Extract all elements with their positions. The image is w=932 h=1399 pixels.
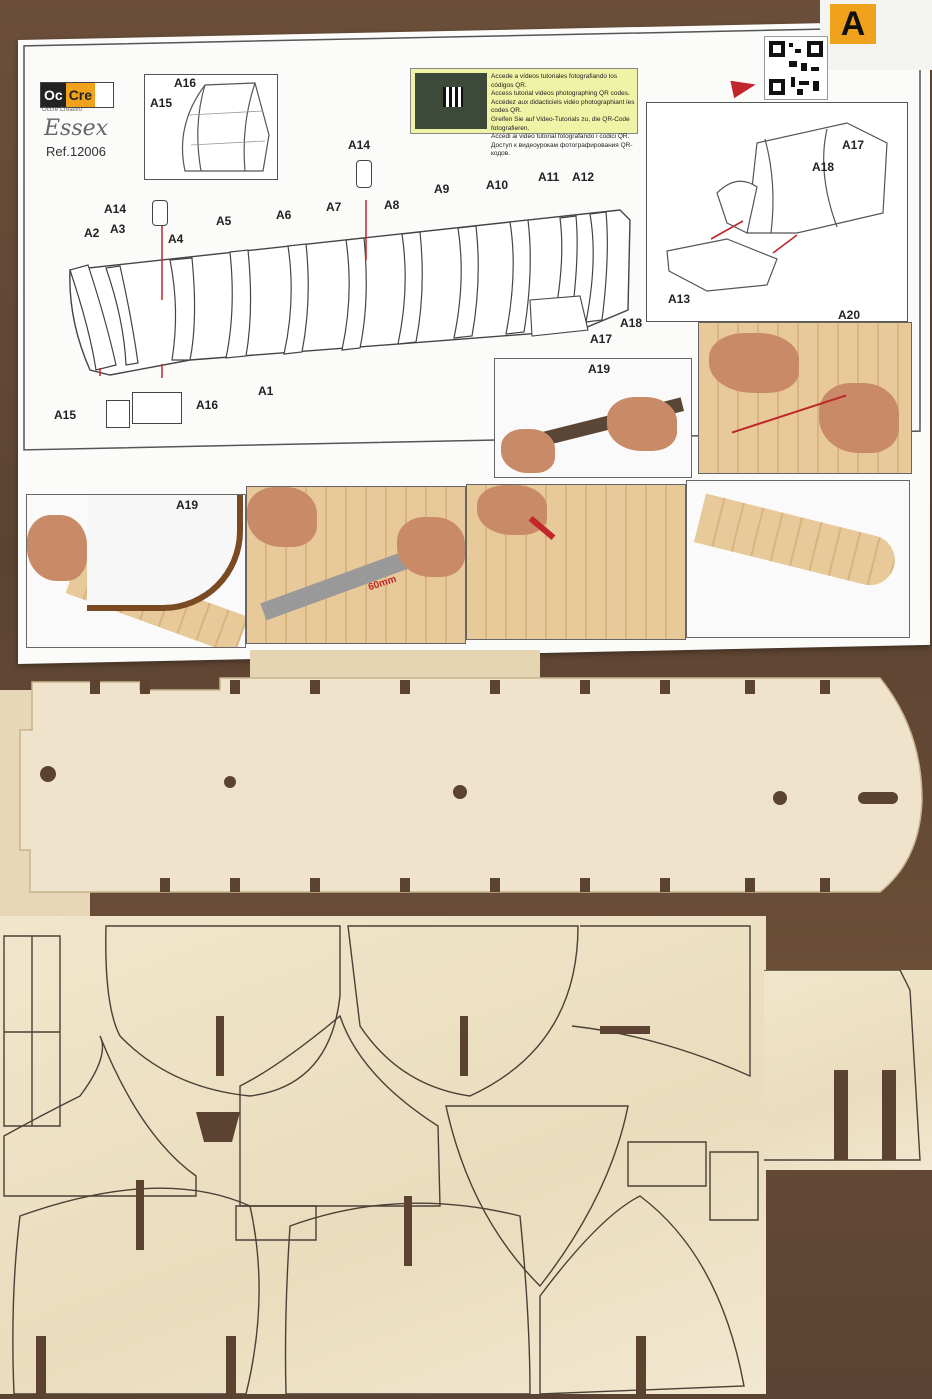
label-a1: A1 — [258, 384, 274, 398]
photo-sanding-deck — [698, 322, 912, 474]
label-a17-main: A17 — [590, 332, 613, 346]
qr-notice-text: Accede a vídeos tutoriales fotografiando… — [491, 73, 635, 159]
qr-notice-en: Access tutorial videos photographing QR … — [491, 90, 630, 98]
plywood-keel-board — [0, 650, 923, 920]
hand-ruler — [397, 517, 465, 577]
logo-left: Oc — [41, 83, 66, 107]
photo-cutting-part — [26, 494, 246, 648]
label-a14-top: A14 — [348, 138, 371, 152]
qr-code-pattern — [769, 41, 823, 95]
photo-measuring-deck — [246, 486, 466, 644]
qr-notice-it: Accedi ai video tutorial fotografando i … — [491, 133, 630, 141]
occre-logo: Oc Cre — [40, 82, 114, 108]
label-a19-photo: A19 — [588, 362, 611, 376]
label-a20-photo: A20 — [838, 308, 861, 322]
plywood-side-strip — [764, 969, 932, 1170]
label-a16-detail: A16 — [174, 76, 197, 90]
plywood-frames-sheet — [0, 916, 766, 1395]
label-a8: A8 — [384, 198, 400, 212]
hand-holding — [819, 383, 899, 453]
label-a15: A15 — [54, 408, 77, 422]
label-a6: A6 — [276, 208, 292, 222]
qr-photo-thumbnail — [415, 73, 487, 129]
photo-painting-deck — [466, 484, 686, 640]
label-a17-detail: A17 — [842, 138, 865, 152]
hand-sanding — [709, 333, 799, 393]
label-a18-detail: A18 — [812, 160, 835, 174]
label-a14-left: A14 — [104, 202, 127, 216]
stern-assembly-panel — [646, 102, 908, 322]
label-a18-main: A18 — [620, 316, 643, 330]
thumbnail-qr-icon — [443, 87, 463, 107]
label-a3: A3 — [110, 222, 126, 236]
cut-deck-part — [87, 495, 243, 611]
part-a14-top-drawing — [356, 160, 372, 188]
photo-finished-deck — [686, 480, 910, 638]
label-a4: A4 — [168, 232, 184, 246]
label-a5: A5 — [216, 214, 232, 228]
hand-knife — [27, 515, 87, 581]
label-a15-detail: A15 — [150, 96, 173, 110]
model-reference: Ref.12006 — [46, 144, 106, 159]
label-a10: A10 — [486, 178, 509, 192]
qr-notice-box: Accede a vídeos tutoriales fotografiando… — [410, 68, 638, 157]
frame-cut-lines — [3, 925, 759, 1395]
part-a15-drawing — [106, 400, 130, 428]
label-a19-cut: A19 — [176, 498, 199, 512]
sheet-frame — [23, 26, 921, 451]
qr-notice-ru: Доступ к видеоурокам фотографирования QR… — [491, 141, 633, 158]
keel-assembly-drawing — [69, 200, 631, 378]
stern-detail-panel — [144, 74, 278, 180]
part-a16-drawing — [132, 392, 182, 424]
part-a14-left-drawing — [152, 200, 168, 226]
label-a11: A11 — [538, 170, 560, 184]
hand-left — [501, 429, 555, 473]
finished-deck — [693, 493, 901, 591]
label-a16: A16 — [196, 398, 219, 412]
qr-notice-de: Greifen Sie auf Video-Tutorials zu, die … — [491, 115, 630, 132]
model-name: Essex — [44, 116, 109, 141]
label-a9: A9 — [434, 182, 450, 196]
label-a7: A7 — [326, 200, 342, 214]
hand-right — [607, 397, 677, 451]
stern-assembly-drawing — [666, 122, 888, 292]
stern-detail-drawing — [182, 82, 270, 172]
label-a12: A12 — [572, 170, 595, 184]
instruction-sheet — [18, 20, 930, 665]
qr-notice-fr: Accédez aux didacticiels vidéo photograp… — [491, 98, 635, 115]
logo-right: Cre — [65, 83, 96, 107]
photo-marking-keel — [494, 358, 692, 478]
side-strip-cut-lines — [764, 969, 921, 1161]
label-a13: A13 — [668, 292, 691, 306]
label-a2: A2 — [84, 226, 100, 240]
qr-notice-es: Accede a vídeos tutoriales fotografiando… — [491, 73, 618, 89]
logo-tagline: Occre Creativo — [42, 107, 83, 113]
qr-code-icon — [764, 36, 828, 100]
hand-pencil — [247, 487, 317, 547]
sheet-letter-badge: A — [830, 4, 876, 44]
